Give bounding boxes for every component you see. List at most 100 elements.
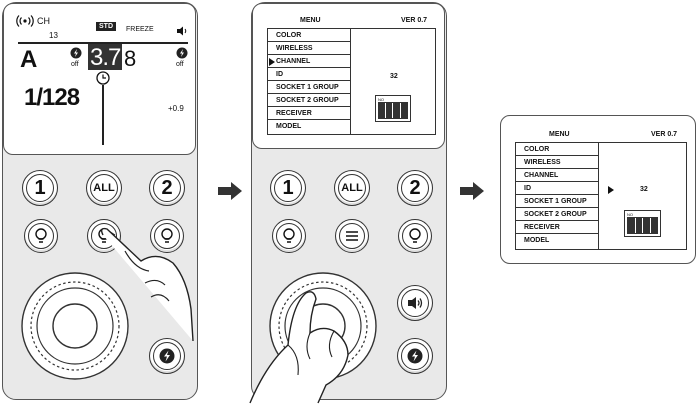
no-label: NO — [378, 97, 384, 102]
bulb-icon — [35, 228, 47, 243]
menu-item-label: COLOR — [524, 145, 550, 153]
std-badge: STD — [96, 22, 116, 31]
bulb-icon — [161, 228, 173, 243]
version-label: VER 0.7 — [401, 17, 428, 24]
menu-item-wireless[interactable]: WIRELESS — [268, 42, 350, 55]
menu-item-color[interactable]: COLOR — [516, 143, 598, 156]
channel-2-label: 2 — [409, 176, 421, 199]
arrow-right-icon — [218, 182, 242, 200]
menu-table: COLOR WIRELESS CHANNEL ID SOCKET 1 GROUP… — [267, 28, 436, 135]
bulb-icon — [409, 228, 421, 243]
version-label: VER 0.7 — [651, 131, 678, 138]
off-label-left: off — [71, 61, 79, 68]
modeling-light-button-right[interactable] — [398, 219, 432, 253]
device-panel-2: MENU VER 0.7 COLOR WIRELESS CHANNEL ID S… — [249, 2, 447, 404]
test-flash-button[interactable] — [149, 338, 185, 374]
timer-icon — [96, 71, 110, 85]
menu-item-id[interactable]: ID — [268, 68, 350, 81]
ev-value: +0.9 — [168, 104, 184, 113]
menu-item-color[interactable]: COLOR — [268, 29, 350, 42]
selected-power-box — [88, 44, 122, 70]
menu-divider — [350, 29, 352, 134]
menu-title: MENU — [300, 17, 321, 24]
menu-table: COLOR WIRELESS CHANNEL ID SOCKET 1 GROUP… — [515, 142, 687, 250]
menu-item-label: SOCKET 2 GROUP — [524, 210, 587, 218]
control-dial[interactable] — [20, 271, 130, 381]
channel-2-button[interactable]: 2 — [149, 170, 185, 206]
channel-label: CH — [37, 16, 50, 26]
sound-button[interactable] — [397, 285, 433, 321]
test-flash-button[interactable] — [397, 338, 433, 374]
selection-pointer-icon — [269, 58, 275, 66]
off-label-right: off — [176, 61, 184, 68]
modeling-light-button-left[interactable] — [24, 219, 58, 253]
menu-item-label: WIRELESS — [276, 44, 313, 52]
menu-button[interactable] — [335, 219, 369, 253]
power-value-right: 8 — [124, 46, 137, 71]
menu-item-socket-2-group[interactable]: SOCKET 2 GROUP — [516, 208, 598, 221]
menu-item-label: SOCKET 2 GROUP — [276, 96, 339, 104]
flash-off-icon-left — [70, 47, 82, 59]
menu-item-label: MODEL — [276, 123, 302, 130]
menu-screen-zoom: MENU VER 0.7 COLOR WIRELESS CHANNEL ID S… — [500, 115, 696, 264]
flash-off-icon-right — [176, 47, 188, 59]
menu-item-label: CHANNEL — [276, 57, 311, 65]
receiver-number-box: NO — [624, 210, 661, 237]
menu-item-label: COLOR — [276, 31, 302, 39]
arrow-right-icon — [460, 182, 484, 200]
speaker-icon — [177, 26, 187, 36]
divider-line — [18, 42, 188, 44]
menu-item-label: MODEL — [524, 237, 550, 244]
menu-item-label: SOCKET 1 GROUP — [524, 197, 587, 205]
menu-item-label: RECEIVER — [276, 109, 312, 117]
menu-item-model[interactable]: MODEL — [516, 234, 598, 247]
channel-1-button[interactable]: 1 — [270, 170, 306, 206]
hand-illustration — [100, 227, 194, 342]
speaker-icon — [408, 297, 423, 309]
menu-title: MENU — [549, 131, 570, 138]
menu-divider — [598, 143, 600, 249]
receiver-bars — [378, 102, 408, 119]
menu-item-id[interactable]: ID — [516, 182, 598, 195]
menu-item-channel[interactable]: CHANNEL — [268, 55, 350, 68]
all-label: ALL — [341, 182, 363, 194]
menu-item-label: ID — [524, 184, 531, 192]
menu-item-socket-2-group[interactable]: SOCKET 2 GROUP — [268, 94, 350, 107]
selection-pointer-icon — [608, 186, 614, 194]
menu-item-wireless[interactable]: WIRELESS — [516, 156, 598, 169]
flash-icon — [159, 348, 175, 364]
no-label: NO — [627, 212, 633, 217]
freeze-label: FREEZE — [126, 26, 154, 33]
menu-item-label: RECEIVER — [524, 223, 560, 231]
menu-item-label: WIRELESS — [524, 158, 561, 166]
timer-line — [102, 85, 104, 145]
channel-number: 13 — [49, 31, 58, 40]
menu-item-label: ID — [276, 70, 283, 78]
modeling-light-button-right[interactable] — [150, 219, 184, 253]
channel-1-label: 1 — [34, 176, 46, 199]
all-button[interactable]: ALL — [334, 170, 370, 206]
menu-item-receiver[interactable]: RECEIVER — [516, 221, 598, 234]
device-panel-1: CH 13 STD FREEZE A off 3.7 8 off 1/128 +… — [2, 2, 198, 400]
menu-item-model[interactable]: MODEL — [268, 120, 350, 133]
receiver-bars — [627, 217, 658, 234]
id-value: 32 — [390, 73, 398, 80]
flash-icon — [407, 348, 423, 364]
menu-item-channel[interactable]: CHANNEL — [516, 169, 598, 182]
menu-item-label: CHANNEL — [524, 171, 559, 179]
channel-1-button[interactable]: 1 — [22, 170, 58, 206]
menu-item-receiver[interactable]: RECEIVER — [268, 107, 350, 120]
all-label: ALL — [93, 182, 115, 194]
bulb-icon — [283, 228, 295, 243]
channel-2-button[interactable]: 2 — [397, 170, 433, 206]
receiver-number-box: NO — [375, 95, 411, 122]
id-value: 32 — [640, 186, 648, 193]
menu-item-label: SOCKET 1 GROUP — [276, 83, 339, 91]
power-value-selected: 3.7 — [90, 44, 121, 71]
channel-2-label: 2 — [161, 176, 173, 199]
modeling-light-button-left[interactable] — [272, 219, 306, 253]
hand-illustration — [249, 291, 349, 404]
menu-item-socket-1-group[interactable]: SOCKET 1 GROUP — [516, 195, 598, 208]
all-button[interactable]: ALL — [86, 170, 122, 206]
menu-item-socket-1-group[interactable]: SOCKET 1 GROUP — [268, 81, 350, 94]
